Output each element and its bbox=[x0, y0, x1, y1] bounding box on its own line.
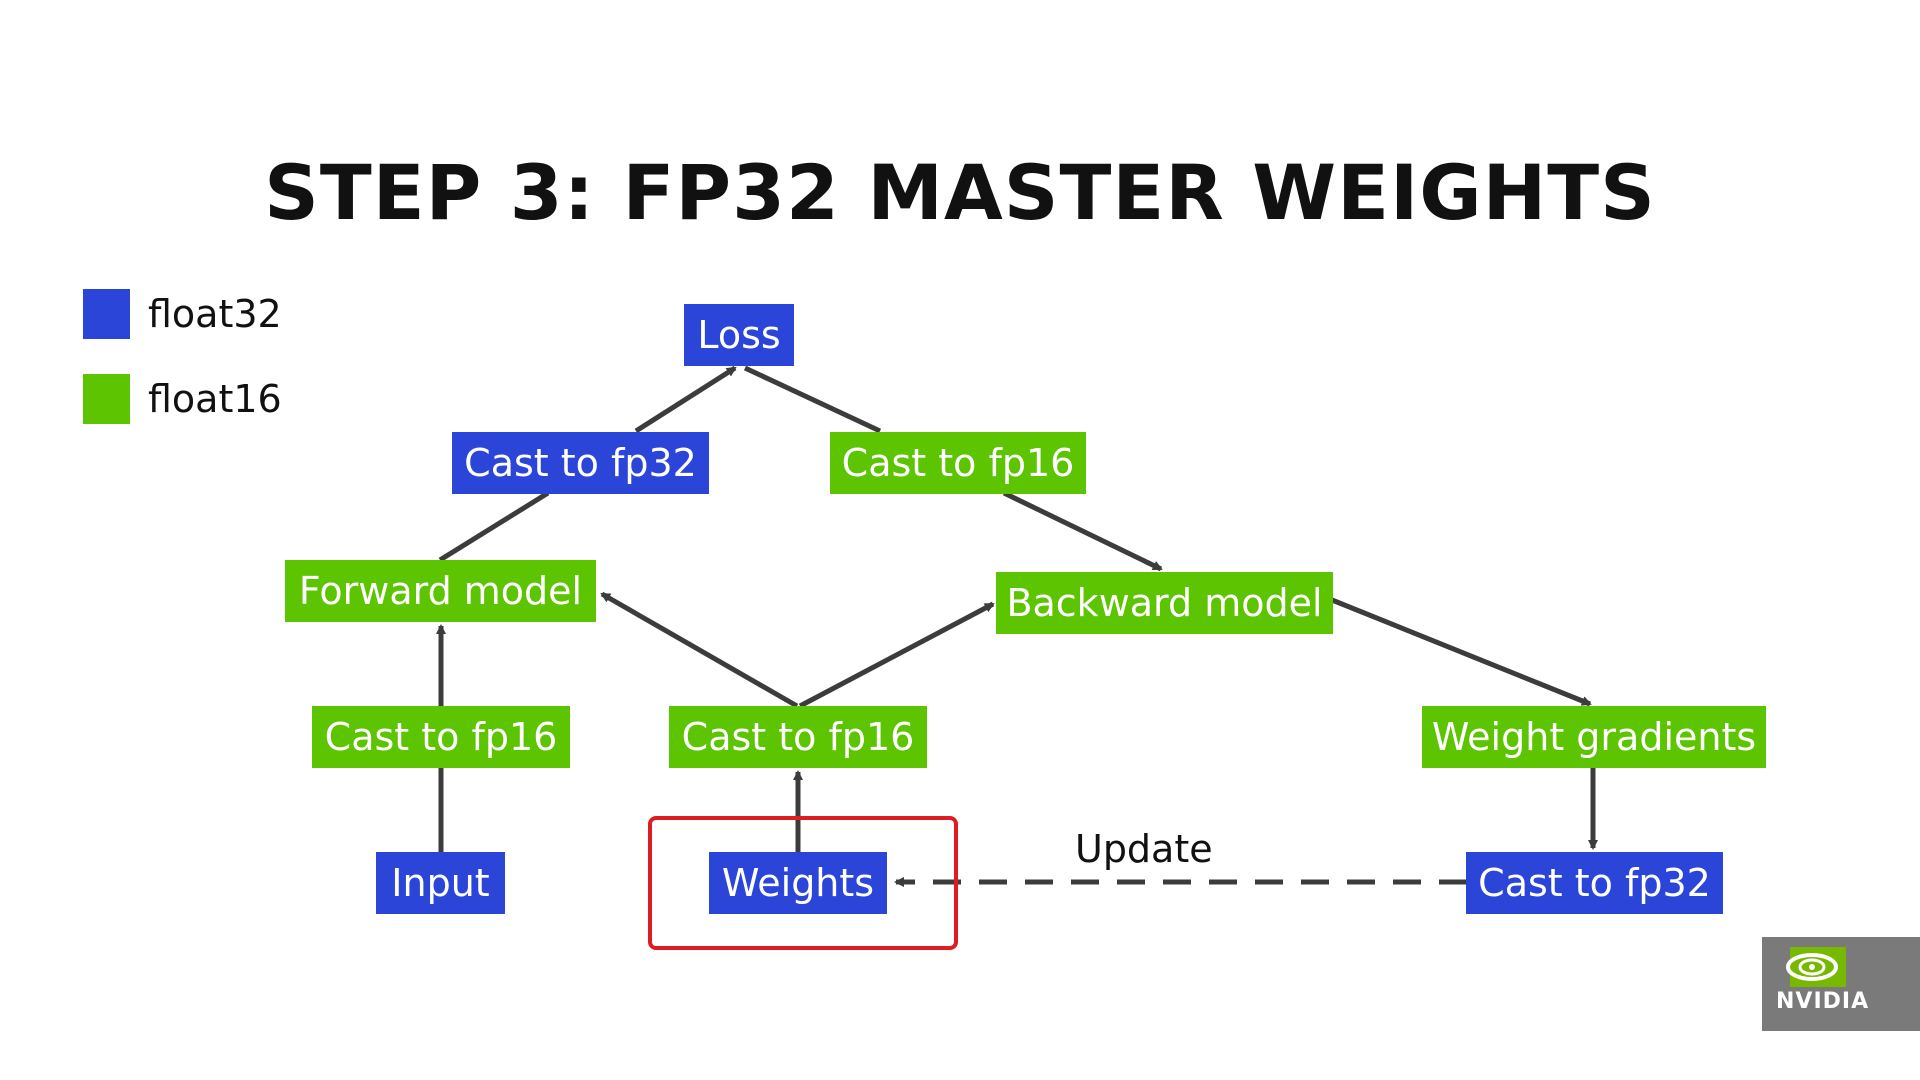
node-cast-to-fp32-bottom: Cast to fp32 bbox=[1466, 852, 1723, 914]
node-cast-to-fp16-weights: Cast to fp16 bbox=[669, 706, 927, 768]
edge-cast-fp16-to-forward-model-diagonal bbox=[600, 591, 799, 709]
update-label: Update bbox=[1075, 827, 1213, 871]
node-loss: Loss bbox=[684, 304, 794, 366]
nvidia-wordmark: NVIDIA bbox=[1776, 989, 1870, 1014]
node-forward-model: Forward model bbox=[285, 560, 596, 622]
slide-title: STEP 3: FP32 MASTER WEIGHTS bbox=[264, 148, 1656, 237]
edge-loss-to-cast-fp16 bbox=[743, 365, 882, 434]
node-weights: Weights bbox=[709, 852, 887, 914]
node-input: Input bbox=[376, 852, 505, 914]
node-backward-model: Backward model bbox=[996, 572, 1333, 634]
nvidia-logo: NVIDIA bbox=[1762, 937, 1920, 1031]
node-cast-to-fp16-top: Cast to fp16 bbox=[830, 432, 1086, 494]
edge-backward-model-to-weight-gradients bbox=[1331, 597, 1592, 707]
edge-forward-model-to-cast-fp32 bbox=[438, 490, 550, 563]
node-weight-gradients: Weight gradients bbox=[1422, 706, 1766, 768]
edge-cast-fp16-to-backward-model-diagonal bbox=[798, 601, 995, 709]
weights-highlight-box bbox=[648, 816, 958, 950]
node-cast-to-fp16-input: Cast to fp16 bbox=[312, 706, 570, 768]
legend-swatch-float32 bbox=[83, 289, 130, 339]
nvidia-eye-icon bbox=[1786, 947, 1846, 987]
legend-swatch-float16 bbox=[83, 374, 130, 424]
edge-cast-fp16-to-backward-model bbox=[1002, 490, 1163, 572]
node-cast-to-fp32-top: Cast to fp32 bbox=[452, 432, 709, 494]
legend-label-float16: float16 bbox=[148, 377, 282, 421]
edge-cast-fp32-to-loss bbox=[634, 365, 737, 434]
legend-label-float32: float32 bbox=[148, 292, 282, 336]
